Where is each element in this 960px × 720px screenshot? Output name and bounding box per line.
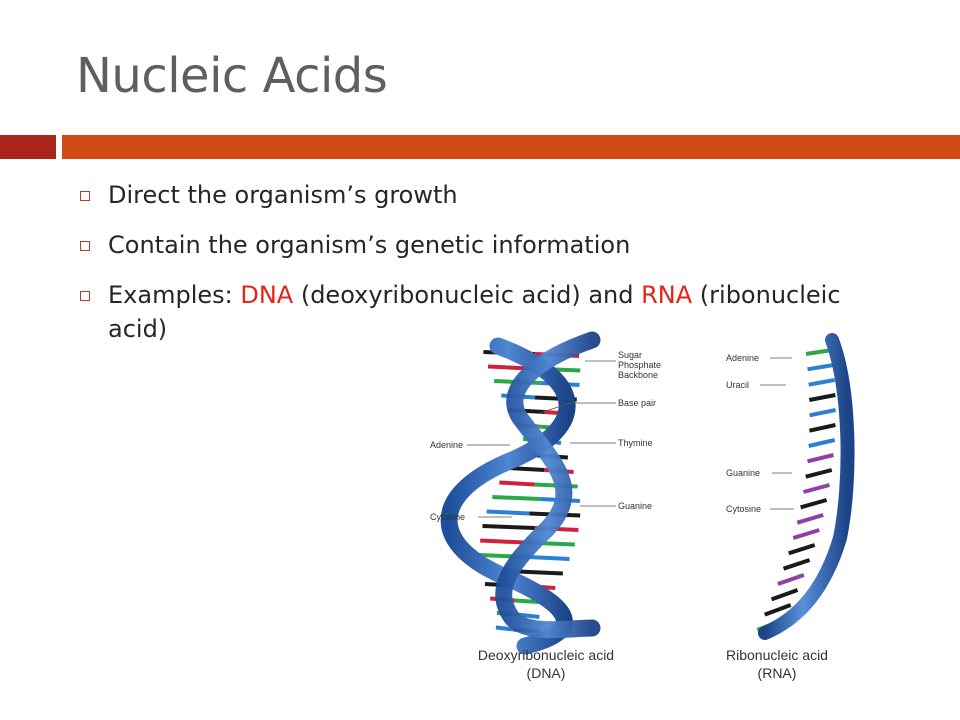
bullet-text: Direct the organism’s growth [108,181,458,209]
rna-base [807,363,834,372]
label-thymine: Thymine [618,438,653,448]
rna-base [809,408,837,418]
rna-base [802,483,830,494]
rna-base [770,588,799,602]
dna-label-leaders [467,360,616,518]
dna-rna-illustration: Sugar Phosphate Backbone Base pair Adeni… [420,328,890,700]
dna-base-segment [492,495,541,501]
rna-base [808,438,836,448]
label-uracil: Uracil [726,380,749,390]
bullet-text-middle: (deoxyribonucleic acid) and [293,281,642,309]
bullet-text: Contain the organism’s genetic informati… [108,231,631,259]
label-dna-adenine: Adenine [430,440,463,450]
dna-base-segment [521,613,540,619]
dna-base-segment [482,524,535,530]
rna-base [805,348,833,356]
title-accent-bar-left [0,135,56,159]
dna-rna-diagram: Sugar Phosphate Backbone Base pair Adeni… [430,331,855,681]
caption-rna-line2: (RNA) [758,665,797,681]
label-rna-guanine: Guanine [726,468,760,478]
dna-base-segment [518,569,563,576]
label-phosphate: Phosphate [618,360,661,370]
label-guanine: Guanine [618,501,652,511]
rna-base [808,423,836,433]
caption-dna-line2: (DNA) [527,665,566,681]
bullet-item: Contain the organism’s genetic informati… [78,228,898,262]
bullet-text-suffix: (ribonucleic acid) [108,281,841,343]
label-base-pair: Base pair [618,398,656,408]
rna-base [808,393,836,402]
rna-base [792,528,820,540]
dna-base-segment [499,480,535,487]
highlight-rna: RNA [641,281,693,309]
label-rna-cytosine: Cytosine [726,504,761,514]
bullet-text-prefix: Examples: [108,281,241,309]
rna-base [805,468,833,479]
caption-rna-line1: Ribonucleic acid [726,647,828,663]
dna-base-segment [480,538,524,545]
rna-base [800,498,828,510]
square-bullet-icon [80,291,90,301]
bullet-item: Direct the organism’s growth [78,178,898,212]
rna-base [796,513,824,525]
label-dna-cytosine: Cytosine [430,512,465,522]
highlight-dna: DNA [240,281,294,309]
caption-dna-line1: Deoxyribonucleic acid [478,647,614,663]
bullet-list: Direct the organism’s growth Contain the… [78,178,898,362]
rna-base [764,603,792,617]
square-bullet-icon [80,191,90,201]
dna-base-segment [486,509,530,516]
label-backbone: Backbone [618,370,658,380]
rna-base [788,543,816,556]
rna-backbone [758,333,855,640]
square-bullet-icon [80,241,90,251]
dna-base-segment [528,555,570,561]
dna-backbone-strand-b [495,331,601,639]
title-accent-bar-right [62,135,960,159]
dna-backbone-strand-a [440,337,576,655]
rna-label-leaders [760,357,794,510]
label-rna-adenine: Adenine [726,353,759,363]
rna-base [808,378,836,387]
bullet-item: Examples: DNA (deoxyribonucleic acid) an… [78,278,898,346]
label-sugar: Sugar [618,350,642,360]
rna-base [782,558,811,571]
dna-base-segment [495,625,515,632]
rna-base [777,573,805,586]
rna-base [807,453,834,464]
dna-base-segment [487,364,531,371]
slide-title: Nucleic Acids [76,48,388,104]
